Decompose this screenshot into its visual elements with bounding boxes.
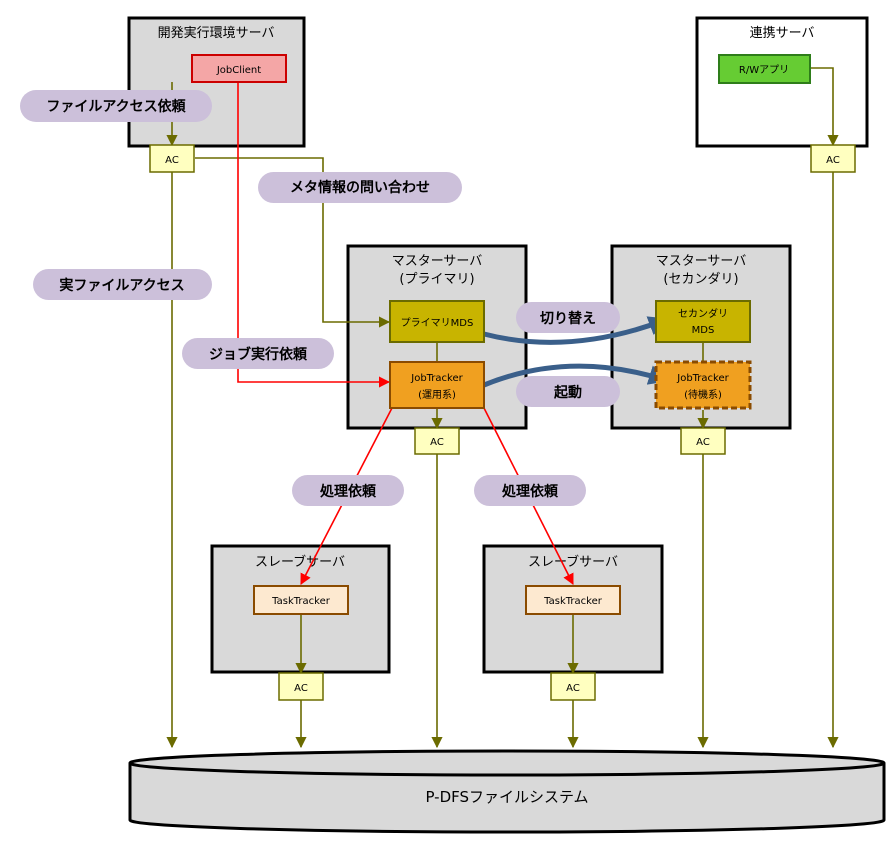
master-secondary-title: マスターサーバ	[656, 254, 747, 269]
pill-startup: 起動	[516, 376, 620, 407]
jobtracker-standby-box: JobTracker (待機系)	[654, 360, 752, 410]
primary-mds-label: プライマリMDS	[401, 317, 474, 329]
jt-active-label-2: (運用系)	[418, 389, 456, 401]
ac-slave-left: AC	[278, 672, 324, 701]
slave-right-title: スレーブサーバ	[528, 554, 618, 570]
master-secondary-subtitle: (セカンダリ)	[663, 272, 738, 287]
ac-dev-label: AC	[165, 155, 179, 166]
switch-label: 切り替え	[540, 310, 596, 327]
pdfs-filesystem: P-DFSファイルシステム	[128, 749, 886, 834]
pill-file-access-request: ファイルアクセス依頼	[20, 90, 212, 122]
file-access-request-label: ファイルアクセス依頼	[46, 98, 186, 115]
switch-arrow	[483, 316, 669, 345]
ac-link-label: AC	[826, 155, 840, 166]
startup-arrow	[483, 363, 669, 388]
master-primary-subtitle: (プライマリ)	[399, 272, 474, 287]
ac-primary-label: AC	[430, 437, 444, 448]
ac-master-primary: AC	[414, 427, 460, 455]
jobtracker-active-box: JobTracker (運用系)	[389, 361, 485, 409]
tasktracker-left-box: TaskTracker	[253, 585, 349, 615]
failover-arrows	[483, 316, 669, 388]
ac-left-label: AC	[294, 683, 308, 694]
tasktracker-right-box: TaskTracker	[525, 585, 621, 615]
jt-standby-label-2: (待機系)	[684, 388, 722, 401]
ac-right-label: AC	[566, 683, 580, 694]
jobclient-box: JobClient	[191, 54, 287, 83]
jobclient-label: JobClient	[216, 65, 261, 76]
pill-process-request-right: 処理依頼	[474, 475, 586, 506]
ac-slave-right: AC	[550, 672, 596, 701]
olive-connectors	[166, 67, 839, 749]
secondary-mds-label-1: セカンダリ	[678, 307, 728, 320]
dev-server-title: 開発実行環境サーバ	[158, 25, 275, 41]
filesystem-label: P-DFSファイルシステム	[425, 788, 588, 806]
jt-standby-label-1: JobTracker	[676, 373, 729, 384]
tt-left-label: TaskTracker	[271, 596, 331, 607]
process-request-left-label: 処理依頼	[319, 483, 377, 500]
startup-label: 起動	[553, 384, 582, 401]
pill-real-file-access: 実ファイルアクセス	[33, 269, 212, 300]
primary-mds-box: プライマリMDS	[389, 300, 485, 343]
secondary-mds-box: セカンダリ MDS	[655, 300, 751, 343]
rw-app-label: R/Wアプリ	[739, 64, 789, 76]
rw-to-ac-arrow	[810, 67, 839, 147]
ac-secondary-label: AC	[696, 437, 710, 448]
ac-master-secondary: AC	[680, 427, 726, 455]
ac-dev: AC	[149, 144, 195, 173]
ac-link: AC	[810, 144, 856, 173]
meta-inquiry-label: メタ情報の問い合わせ	[290, 179, 430, 196]
pill-process-request-left: 処理依頼	[292, 475, 404, 506]
pill-job-exec-request: ジョブ実行依頼	[182, 338, 334, 369]
link-server-title: 連携サーバ	[750, 25, 815, 41]
job-exec-request-label: ジョブ実行依頼	[209, 346, 308, 363]
rw-app-box: R/Wアプリ	[718, 54, 811, 84]
real-file-access-label: 実ファイルアクセス	[59, 277, 184, 294]
secondary-mds-label-2: MDS	[692, 325, 715, 336]
master-primary-title: マスターサーバ	[392, 254, 483, 269]
meta-inquiry-arrow	[195, 157, 391, 328]
jt-active-label-1: JobTracker	[410, 373, 463, 384]
tt-right-label: TaskTracker	[543, 596, 603, 607]
process-request-right-label: 処理依頼	[501, 483, 559, 500]
pill-switch: 切り替え	[516, 302, 620, 333]
job-exec-request-arrow	[237, 82, 391, 388]
pill-meta-inquiry: メタ情報の問い合わせ	[258, 172, 462, 203]
slave-left-title: スレーブサーバ	[255, 554, 345, 570]
